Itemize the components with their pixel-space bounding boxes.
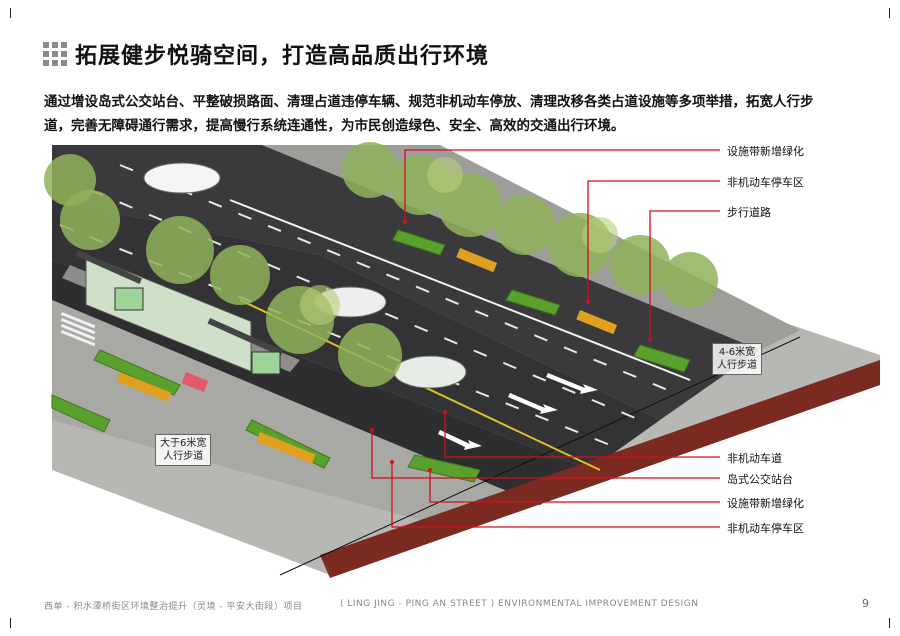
- red-marking: [181, 372, 209, 393]
- arrow-markings: [438, 373, 598, 450]
- crop-mark-top-right: [879, 8, 890, 18]
- callout-dots: [370, 220, 652, 472]
- callout-lines-bottom: [371, 412, 720, 528]
- footer-project-en: ( LING JING - PING AN STREET ) ENVIRONME…: [340, 599, 699, 609]
- main-road: [52, 145, 760, 420]
- left-sidewalk-label: 大于6米宽 人行步道: [155, 434, 212, 466]
- callout-lines-top: [404, 149, 720, 340]
- crop-mark-bottom-right: [879, 618, 890, 628]
- bus: [85, 254, 252, 373]
- description-text: 通过增设岛式公交站台、平整破损路面、清理占道违停车辆、规范非机动车停放、清理改移…: [44, 94, 814, 134]
- crop-mark-bottom-left: [10, 618, 21, 628]
- callout-label: 设施带新增绿化: [727, 145, 804, 158]
- footer-project-cn: 西单 - 积水潭桥街区环境整治提升（灵境 - 平安大街段）项目: [44, 602, 303, 612]
- bus-shelters: [75, 249, 284, 357]
- callout-label: 设施带新增绿化: [727, 497, 804, 510]
- page-title: 拓展健步悦骑空间，打造高品质出行环境: [75, 44, 490, 69]
- shared-bikes: [116, 248, 618, 464]
- ad-panel-1: [114, 287, 144, 311]
- lane-solid-line: [229, 199, 691, 381]
- page-number: 9: [862, 597, 869, 610]
- right-sidewalk-label: 4-6米宽 人行步道: [712, 343, 762, 375]
- ad-panel-2: [251, 351, 281, 375]
- callout-label: 岛式公交站台: [727, 473, 793, 486]
- section-edge-line: [279, 336, 801, 576]
- crosswalk: [60, 311, 96, 347]
- grid-icon: [43, 42, 67, 66]
- crop-mark-top-left: [10, 8, 21, 18]
- callout-label: 非机动车道: [727, 452, 782, 465]
- callout-label: 非机动车停车区: [727, 176, 804, 189]
- callout-label: 步行道路: [727, 206, 771, 219]
- callout-label: 非机动车停车区: [727, 522, 804, 535]
